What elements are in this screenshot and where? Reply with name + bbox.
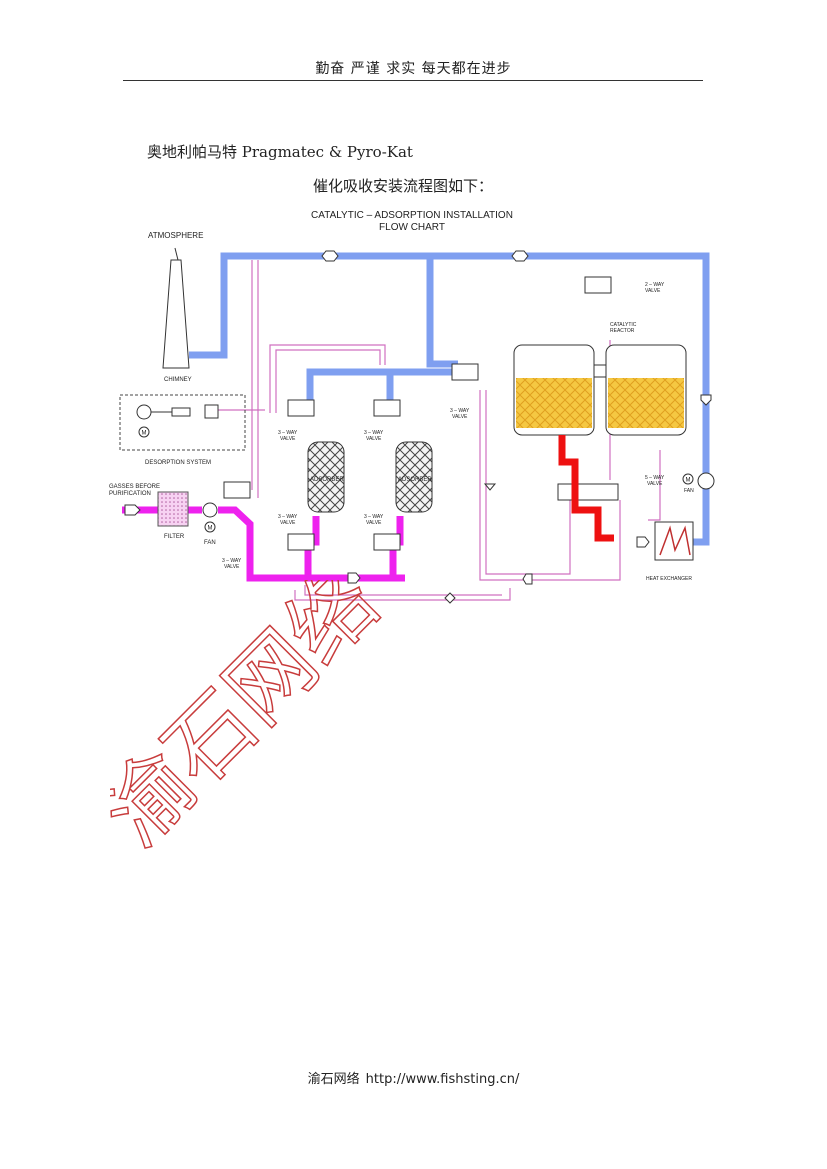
footer-company: 渝石网络 (307, 1072, 360, 1087)
page-footer: 渝石网络 http://www.fishsting.cn/ (0, 1068, 827, 1087)
inlet-fan-label: FAN (204, 540, 216, 546)
catalyst-bed-left (516, 378, 592, 428)
flow-arrow-mid (483, 483, 497, 491)
flow-chart-diagram: CATALYTIC – ADSORPTION INSTALLATION FLOW… (109, 210, 715, 604)
regeneration-piping (218, 260, 661, 601)
watermark: 渝石网络 (110, 580, 399, 866)
valve-label-mr-1: 3 – WAY (364, 514, 384, 520)
valve-label-2way-2: VALVE (645, 288, 661, 294)
chimney-stack (162, 259, 190, 369)
diagram-title-line2: FLOW CHART (379, 222, 445, 233)
desorption-motor-label: M (142, 431, 147, 437)
desorption-motor-icon (138, 426, 150, 438)
reactor-connector (593, 364, 607, 378)
adsorber-left-label: ADSORBER (310, 477, 344, 483)
gasses-label-line2: PURIFICATION (109, 491, 151, 497)
flow-arrow-bottom (444, 592, 456, 604)
flow-arrow-top-right (511, 250, 529, 262)
outlet-fan-motor-icon (682, 473, 694, 485)
valve-label-ml-1: 3 – WAY (278, 514, 298, 520)
valve-label-ul-2: VALVE (280, 436, 296, 442)
valve-label-2way-1: 2 – WAY (645, 282, 665, 288)
atmosphere-arrow (174, 247, 179, 261)
watermark-text: 渝石网络 (110, 580, 398, 865)
diagram-title-line1: CATALYTIC – ADSORPTION INSTALLATION (311, 210, 513, 221)
desorption-system-box (119, 394, 246, 451)
page-header-motto: 勤奋 严谨 求实 每天都在进步 (315, 61, 512, 77)
catalytic-label-2: REACTOR (610, 328, 635, 334)
flow-arrow-lower-right (522, 573, 533, 585)
adsorber-left (307, 441, 345, 513)
outlet-fan-motor-label: M (686, 478, 691, 484)
inlet-fan-motor-icon (204, 521, 216, 533)
hot-gas-duct (558, 435, 614, 542)
desorption-system-label: DESORPTION SYSTEM (145, 460, 211, 466)
valve-upper-right (373, 399, 401, 417)
desorption-blower-icon (136, 404, 152, 420)
catalytic-label-1: CATALYTIC (610, 322, 637, 328)
inlet-fan-motor-label: M (208, 526, 213, 532)
valve-label-reactor-1: 3 – WAY (450, 408, 470, 414)
flow-arrow-top-left (321, 250, 339, 262)
valve-label-inlet-1: 3 – WAY (222, 558, 242, 564)
valve-upper-left (287, 399, 315, 417)
valve-lower-left (287, 533, 315, 551)
desorption-heater-icon (171, 407, 191, 417)
footer-url-link[interactable]: http://www.fishsting.cn/ (365, 1072, 520, 1087)
flow-chart-caption: 催化吸收安装流程图如下： (313, 177, 494, 195)
inlet-fan-icon (202, 502, 218, 518)
valve-label-ul-1: 3 – WAY (278, 430, 298, 436)
valve-label-ur-1: 3 – WAY (364, 430, 384, 436)
chimney-label: CHIMNEY (164, 377, 192, 383)
valve-label-ur-2: VALVE (366, 436, 382, 442)
intro-heading: 奥地利帕马特 Pragmatec & Pyro-Kat (147, 143, 413, 161)
inlet-arrow (124, 504, 141, 516)
valve-label-ml-2: VALVE (280, 520, 296, 526)
collector-arrow (347, 572, 361, 584)
filter-label: FILTER (164, 534, 185, 540)
hot-gas-arrow (636, 536, 650, 548)
valve-lower-right (373, 533, 401, 551)
filter-unit (157, 491, 189, 527)
valve-label-5way-2: VALVE (647, 481, 663, 487)
flow-arrow-right-duct (700, 394, 712, 406)
valve-label-reactor-2: VALVE (452, 414, 468, 420)
valve-label-5way-1: 5 – WAY (645, 475, 665, 481)
valve-5way (557, 483, 619, 501)
heat-exchanger-coil (659, 525, 691, 556)
outlet-fan-label: FAN (684, 488, 694, 494)
catalyst-bed-right (608, 378, 684, 428)
valve-inlet (223, 481, 251, 499)
valve-reactor-inlet (451, 363, 479, 381)
header-divider (123, 80, 703, 81)
adsorber-right (395, 441, 433, 513)
valve-label-inlet-2: VALVE (224, 564, 240, 570)
valve-2way (584, 276, 612, 294)
valve-label-mr-2: VALVE (366, 520, 382, 526)
outlet-fan-icon (697, 472, 715, 490)
desorption-damper-icon (204, 404, 219, 419)
atmosphere-label: ATMOSPHERE (148, 231, 203, 240)
gasses-label-line1: GASSES BEFORE (109, 484, 160, 490)
adsorber-right-label: ADSORBER (398, 477, 432, 483)
heat-exchanger-label: HEAT EXCHANGER (646, 576, 692, 582)
